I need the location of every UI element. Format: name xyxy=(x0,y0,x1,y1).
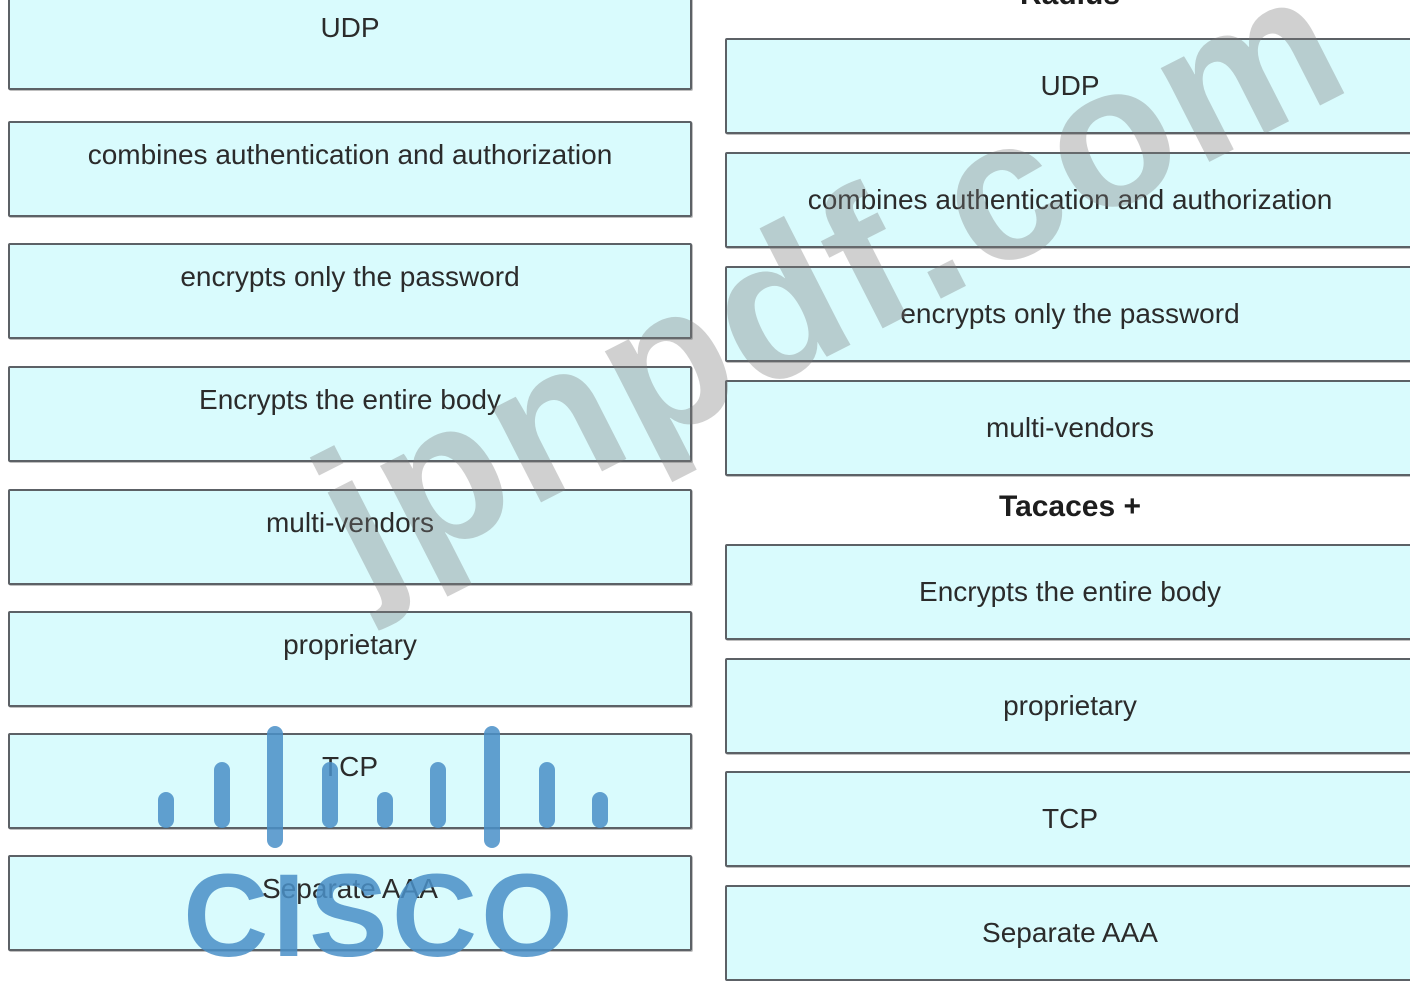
slot-label: Separate AAA xyxy=(982,917,1158,948)
radius-heading: Radius xyxy=(725,0,1410,12)
drag-item-proprietary[interactable]: proprietary xyxy=(8,611,692,707)
slot-label: proprietary xyxy=(1003,690,1137,721)
slot-label: encrypts only the password xyxy=(900,298,1240,329)
slot-label: TCP xyxy=(1042,803,1098,834)
tacacs-heading: Tacaces + xyxy=(998,490,1142,523)
drag-item-label: TCP xyxy=(322,751,378,782)
tacacs-slot-encrypts-body[interactable]: Encrypts the entire body xyxy=(725,544,1410,640)
tacacs-slot-tcp[interactable]: TCP xyxy=(725,771,1410,867)
drag-item-combines-authn-authz[interactable]: combines authentication and authorizatio… xyxy=(8,121,692,217)
drag-item-udp[interactable]: UDP xyxy=(8,0,692,90)
drag-item-label: multi-vendors xyxy=(265,507,435,538)
drag-item-label: Separate AAA xyxy=(262,873,438,904)
radius-slot-udp[interactable]: UDP xyxy=(725,38,1410,134)
drag-item-multi-vendors[interactable]: multi-vendors xyxy=(8,489,692,585)
drag-item-label: UDP xyxy=(320,12,380,43)
drag-item-tcp[interactable]: TCP xyxy=(8,733,692,829)
drag-item-label: Encrypts the entire body xyxy=(199,384,501,415)
drag-item-label: encrypts only the password xyxy=(180,261,520,292)
radius-slot-multi-vendors[interactable]: multi-vendors xyxy=(725,380,1410,476)
slot-label: UDP xyxy=(1040,70,1100,101)
slot-label: multi-vendors xyxy=(985,412,1155,443)
slot-label: Encrypts the entire body xyxy=(919,576,1221,607)
drag-item-encrypts-password[interactable]: encrypts only the password xyxy=(8,243,692,339)
tacacs-slot-proprietary[interactable]: proprietary xyxy=(725,658,1410,754)
drag-item-label: combines authentication and authorizatio… xyxy=(87,139,613,170)
slot-label: combines authentication and authorizatio… xyxy=(807,184,1333,215)
drag-item-label: proprietary xyxy=(283,629,417,660)
drag-item-encrypts-body[interactable]: Encrypts the entire body xyxy=(8,366,692,462)
radius-slot-encrypts-password[interactable]: encrypts only the password xyxy=(725,266,1410,362)
tacacs-slot-separate-aaa[interactable]: Separate AAA xyxy=(725,885,1410,981)
drag-item-separate-aaa[interactable]: Separate AAA xyxy=(8,855,692,951)
radius-slot-combines-authn-authz[interactable]: combines authentication and authorizatio… xyxy=(725,152,1410,248)
